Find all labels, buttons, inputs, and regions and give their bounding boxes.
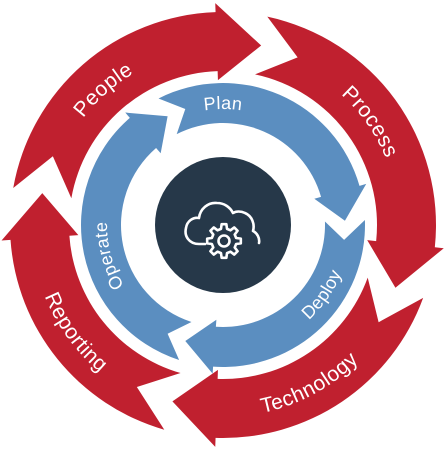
inner-arrow-operate (80, 112, 192, 361)
gear-shape (205, 222, 243, 260)
hub (155, 157, 291, 293)
cloud-shape (184, 201, 261, 246)
outer-arrow-technology (172, 277, 424, 447)
outer-ring: People Process Technology Reporting (1, 3, 444, 447)
outer-arrow-people (13, 3, 262, 199)
gear-hole (217, 234, 231, 248)
outer-arrow-process (255, 16, 444, 288)
cloud-gear-icon (184, 201, 261, 260)
gear-body (205, 222, 243, 260)
inner-arrow-deploy (185, 220, 365, 374)
inner-arrow-plan (158, 83, 367, 221)
outer-arrow-reporting (1, 193, 181, 430)
inner-label-plan: Plan (203, 93, 244, 114)
